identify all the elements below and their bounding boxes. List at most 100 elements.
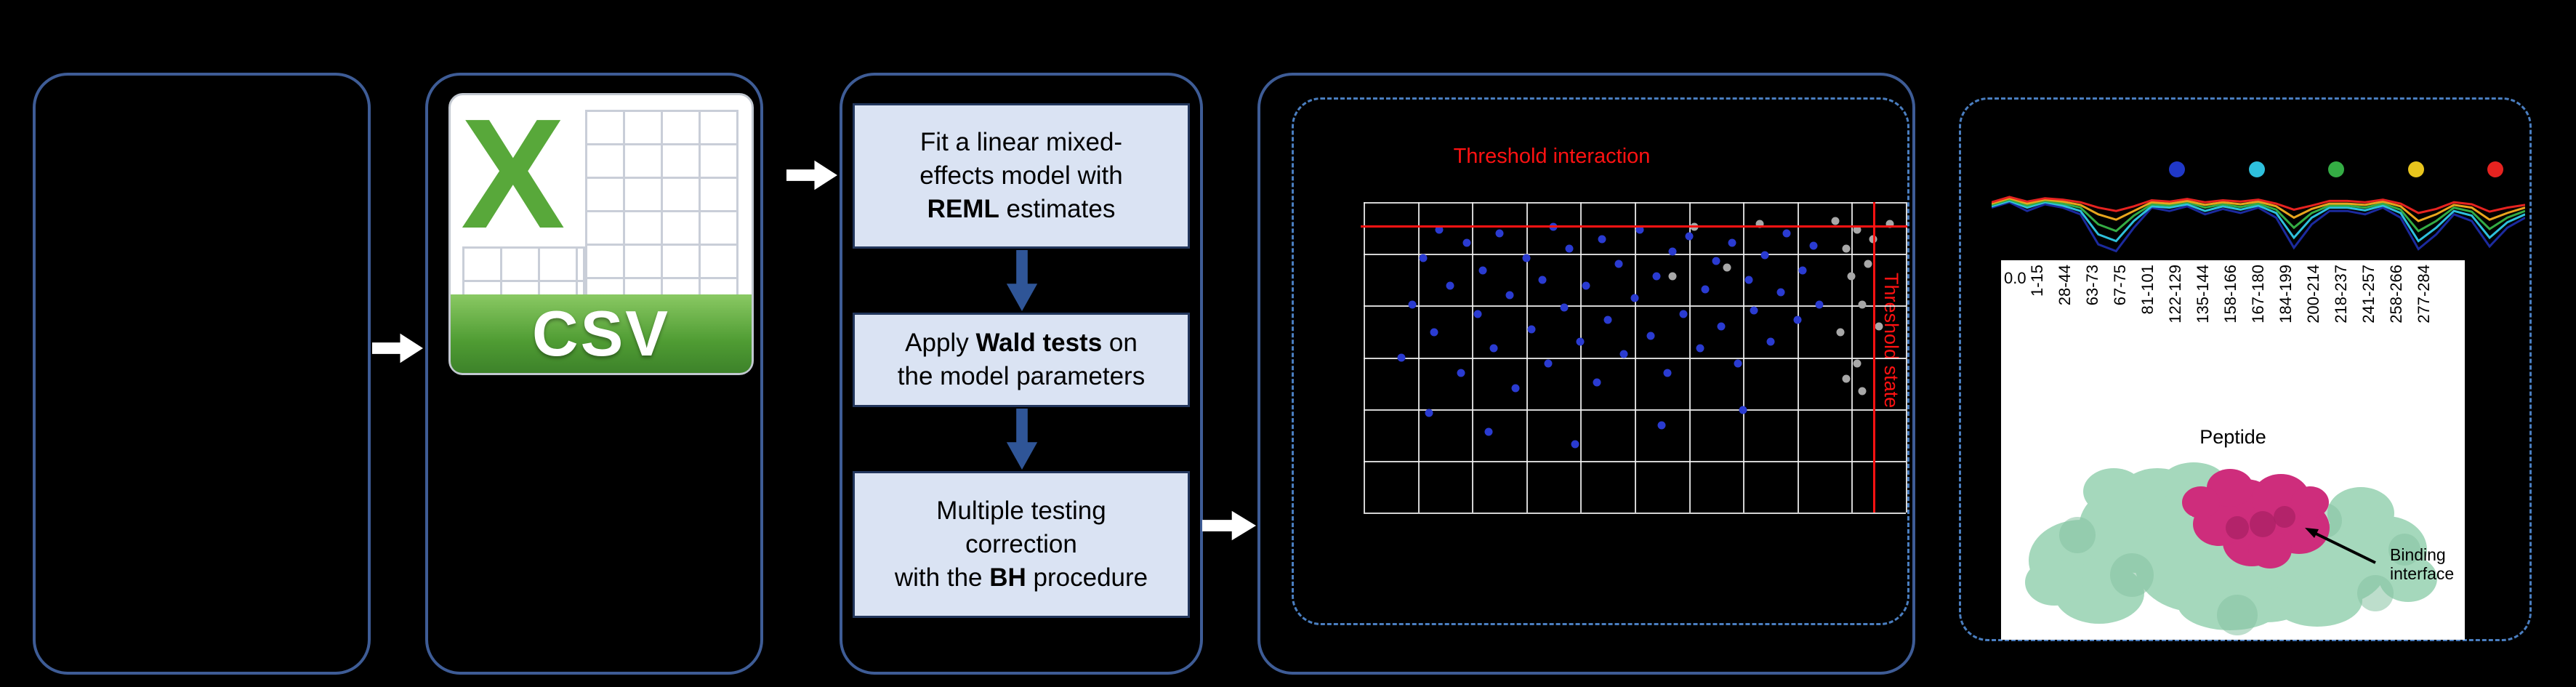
binding-label-line1: Binding: [2390, 545, 2446, 564]
grid-line: [1364, 409, 1906, 411]
csv-banner: CSV: [451, 294, 752, 373]
scatter-point: [1652, 272, 1661, 281]
scatter-point: [1739, 406, 1747, 414]
spreadsheet-grid: [462, 246, 585, 297]
timepoint-legend: [2169, 161, 2503, 177]
binding-interface-label: Binding interface: [2390, 545, 2463, 584]
scatter-point: [1864, 260, 1872, 268]
scatter-point: [1798, 266, 1807, 275]
scatter-point: [1728, 238, 1736, 246]
flow-arrow-icon: [372, 333, 423, 363]
scatter-point: [1842, 244, 1851, 253]
protein-structure: [2025, 462, 2437, 635]
scatter-point: [1408, 300, 1417, 309]
peptide-axis-label: Peptide: [2199, 426, 2266, 448]
timepoint-dot-icon: [2248, 161, 2265, 177]
scatter-point: [1457, 369, 1465, 377]
peptide-tick-label: 218-237: [2332, 265, 2350, 324]
scatter-point: [1593, 378, 1601, 387]
scatter-point: [1522, 254, 1531, 262]
scatter-point: [1815, 300, 1824, 309]
grid-line: [1364, 460, 1906, 462]
scatter-point: [1473, 310, 1482, 318]
grid-line: [1364, 357, 1906, 359]
scatter-point: [1462, 238, 1471, 246]
scatter-point: [1495, 229, 1503, 238]
scatter-point: [1478, 266, 1487, 275]
global-visualization-panel: Threshold interaction Threshold state: [1292, 97, 1909, 625]
scatter-point: [1744, 276, 1753, 284]
down-arrow-icon: [1006, 250, 1038, 311]
scatter-point: [1527, 325, 1536, 334]
threshold-state-label: Threshold state: [1880, 273, 1902, 409]
grid-line: [1364, 202, 1906, 204]
scatter-point: [1766, 337, 1774, 346]
peptide-tick-label: 81-101: [2138, 265, 2157, 315]
flow-arrow-icon: [1202, 510, 1256, 541]
peptide-tick-label: 167-180: [2249, 265, 2267, 324]
binding-label-line2: interface: [2390, 564, 2455, 584]
scatter-point: [1858, 387, 1867, 395]
binding-interface-arrow: [2305, 528, 2376, 564]
scatter-point: [1565, 244, 1574, 253]
csv-stage-box: X CSV: [425, 73, 763, 675]
excel-x-logo: X: [461, 86, 565, 261]
peptide-tick-label: 200-214: [2304, 265, 2322, 324]
scatter-point: [1544, 359, 1553, 368]
scatter-point: [1853, 359, 1861, 368]
scatter-point: [1511, 384, 1520, 393]
peptide-tick-label: 122-129: [2166, 265, 2184, 324]
csv-label: CSV: [532, 297, 670, 369]
scatter-point: [1571, 440, 1579, 449]
scatter-point: [1435, 225, 1444, 234]
scatter-point: [1489, 344, 1498, 353]
scatter-point: [1885, 220, 1894, 228]
scatter-point: [1717, 322, 1726, 331]
scatter-point: [1419, 254, 1428, 262]
scatter-point: [1793, 316, 1802, 324]
scatter-point: [1603, 316, 1612, 324]
scatter-point: [1696, 344, 1704, 353]
scatter-point: [1614, 260, 1623, 268]
scatter-point: [1847, 272, 1856, 281]
timepoint-dot-icon: [2169, 161, 2185, 177]
scatter-point: [1576, 337, 1585, 346]
scatter-point: [1635, 225, 1644, 234]
scatter-point: [1750, 306, 1758, 315]
scatter-point: [1858, 300, 1867, 309]
scatter-point: [1505, 291, 1514, 300]
scatter-point: [1853, 225, 1861, 234]
scatter-point: [1646, 332, 1655, 340]
grid-line: [1364, 305, 1906, 308]
scatter-point: [1712, 257, 1720, 265]
scatter-point: [1668, 247, 1677, 256]
scatter-point: [1734, 359, 1742, 368]
scatter-point: [1875, 322, 1883, 331]
timepoint-dot-icon: [2328, 161, 2344, 177]
scatter-point: [1836, 328, 1845, 337]
grid-line: [1364, 513, 1906, 514]
output-box: Threshold interaction Threshold state: [1257, 73, 1915, 675]
scatter-point: [1701, 285, 1710, 294]
scatter-point: [1430, 328, 1438, 337]
down-arrow-icon: [1006, 409, 1038, 470]
timepoint-dot-icon: [2487, 161, 2503, 177]
peptide-tick-label: 258-266: [2387, 265, 2405, 324]
scatter-point: [1679, 310, 1688, 318]
peptide-tick-label: 135-144: [2194, 265, 2212, 324]
spreadsheet-grid: [585, 110, 738, 297]
peptide-tick-label: 1-15: [2028, 265, 2046, 297]
peptide-tick-label: 277-284: [2415, 265, 2433, 324]
grid-line: [1364, 254, 1906, 256]
threshold-state-line: [1873, 202, 1876, 513]
uptake-series-cyan: [1992, 199, 2525, 243]
scatter-point: [1755, 220, 1764, 228]
uptake-series-green: [1992, 198, 2525, 233]
scatter-point: [1782, 229, 1791, 238]
